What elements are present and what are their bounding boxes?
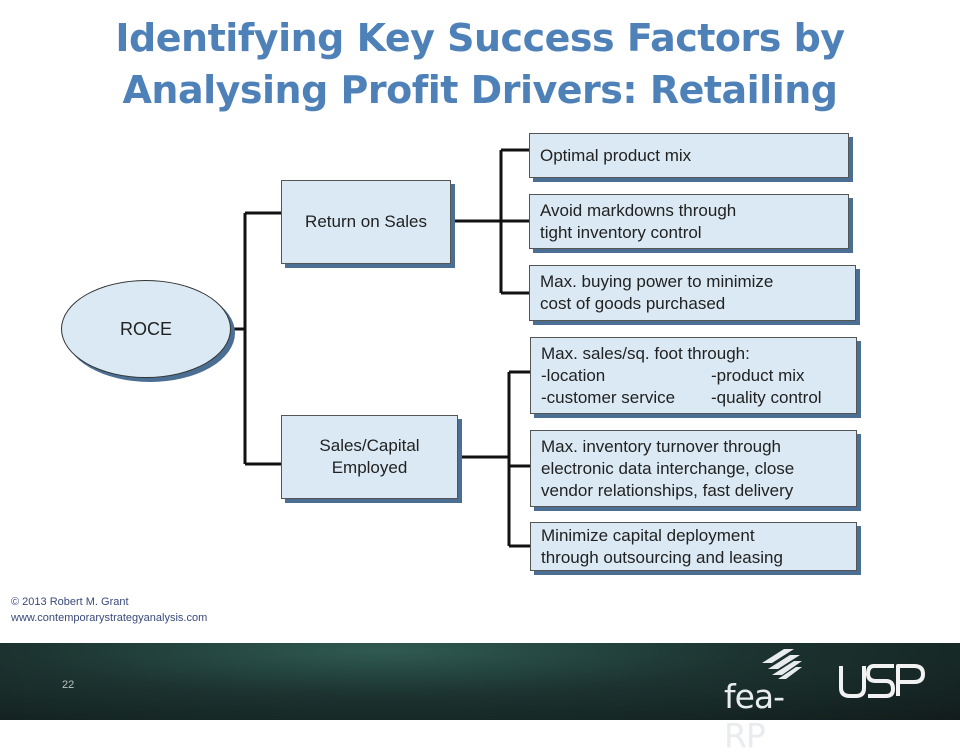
factor-row: -customer service -quality control <box>541 387 846 409</box>
factor-text: Minimize capital deployment <box>541 525 755 545</box>
copyright-notice: © 2013 Robert M. Grant www.contemporarys… <box>11 594 207 626</box>
return-on-sales-box: Return on Sales <box>281 180 451 264</box>
fea-rp-wordmark: fea-RP <box>724 677 785 755</box>
factor-item: -product mix <box>711 365 805 385</box>
factor-text: Avoid markdowns through <box>540 200 737 220</box>
footer-bar: 22 fea-RP <box>0 643 960 755</box>
factor-item: -customer service <box>541 387 676 407</box>
fea-rp-logo: fea-RP <box>724 647 816 755</box>
sales-capital-label-line-1: Sales/Capital <box>319 436 420 455</box>
tree-connectors <box>231 148 530 548</box>
return-on-sales-label: Return on Sales <box>305 212 427 231</box>
factor-text: vendor relationships, fast delivery <box>541 480 794 500</box>
page-number: 22 <box>62 679 75 691</box>
factor-text: Max. buying power to minimize <box>540 272 774 291</box>
sales-per-sq-foot-box: Max. sales/sq. foot through: -location -… <box>530 337 857 414</box>
title-line-1: Identifying Key Success Factors by <box>115 16 845 60</box>
factor-row: -location -product mix <box>541 365 846 387</box>
inventory-turnover-box: Max. inventory turnover through electron… <box>530 430 857 507</box>
usp-logo <box>839 664 925 698</box>
factor-text: electronic data interchange, close <box>541 458 795 478</box>
capital-deployment-box: Minimize capital deployment through outs… <box>530 522 857 571</box>
sales-capital-employed-box: Sales/Capital Employed <box>281 415 458 499</box>
optimal-product-mix-box: Optimal product mix <box>529 133 849 178</box>
factor-text: through outsourcing and leasing <box>541 547 783 567</box>
factor-text: Max. inventory turnover through <box>541 436 782 456</box>
copyright-url[interactable]: www.contemporarystrategyanalysis.com <box>11 612 208 624</box>
factor-heading: Max. sales/sq. foot through: <box>541 343 750 363</box>
title-line-2: Analysing Profit Drivers: Retailing <box>122 68 838 112</box>
avoid-markdowns-box: Avoid markdowns through tight inventory … <box>529 194 849 249</box>
factor-text: cost of goods purchased <box>540 294 726 313</box>
factor-item: -location <box>541 365 606 385</box>
factor-item: -quality control <box>711 387 822 407</box>
buying-power-box: Max. buying power to minimize cost of go… <box>529 265 856 321</box>
roce-node: ROCE <box>61 280 231 378</box>
roce-label: ROCE <box>119 318 172 339</box>
slide-title: Identifying Key Success Factors by Analy… <box>0 12 960 116</box>
copyright-line: © 2013 Robert M. Grant <box>11 596 129 608</box>
fea-stripes-icon <box>762 649 802 679</box>
factor-text: Optimal product mix <box>540 145 692 165</box>
sales-capital-label-line-2: Employed <box>331 458 408 477</box>
factor-text: tight inventory control <box>540 222 702 242</box>
